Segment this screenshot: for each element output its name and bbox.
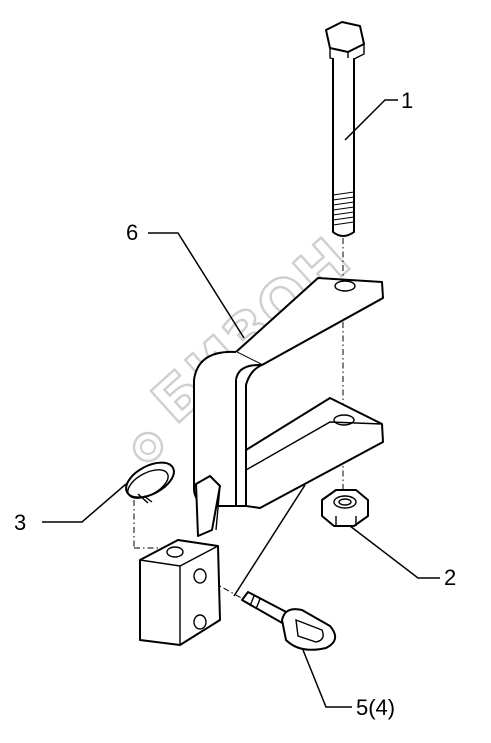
bolt (325, 21, 365, 237)
nut (321, 489, 369, 527)
callout-labels: 1 2 3 5(4) 6 (14, 88, 456, 720)
leader-lines (42, 99, 440, 708)
callout-3: 3 (14, 510, 26, 535)
callout-2: 2 (444, 565, 456, 590)
watermark-logo (132, 431, 164, 463)
lock-pin (241, 591, 337, 651)
callout-5: 5(4) (356, 695, 395, 720)
callout-1: 1 (401, 88, 413, 113)
callout-6: 6 (126, 220, 138, 245)
retaining-ring (125, 461, 175, 504)
bolt-thread (332, 191, 355, 226)
pivot-block (139, 475, 221, 646)
bracket (193, 277, 384, 509)
